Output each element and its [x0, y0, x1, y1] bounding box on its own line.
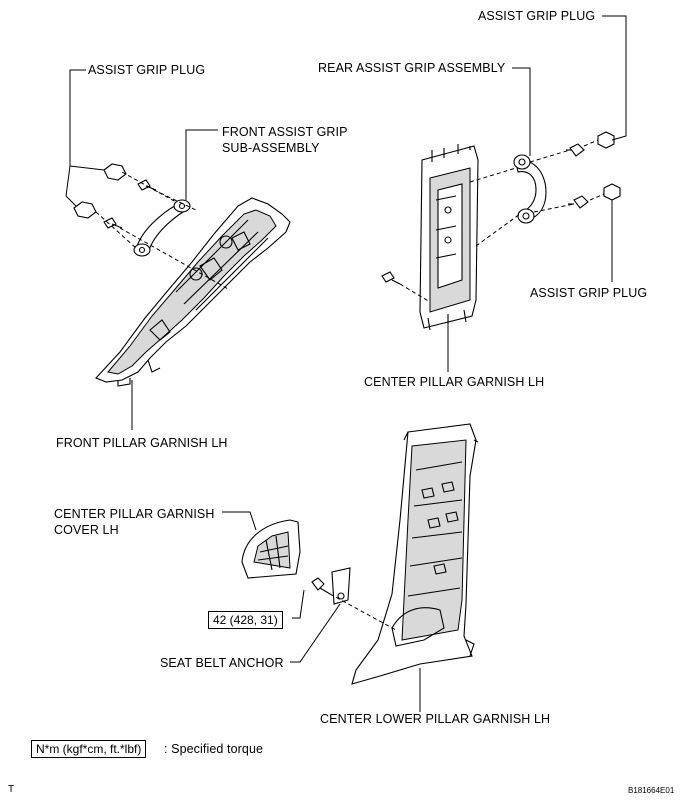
label-front-assist-grip: FRONT ASSIST GRIP SUB-ASSEMBLY: [222, 125, 348, 155]
center-pillar-garnish-cover-drawing: [241, 519, 301, 579]
label-front-pillar-garnish: FRONT PILLAR GARNISH LH: [56, 436, 228, 450]
label-assist-grip-plug-left: ASSIST GRIP PLUG: [88, 63, 206, 77]
front-pillar-garnish-drawing: [95, 197, 291, 387]
leader-rear-grip: [512, 67, 531, 156]
torque-legend-text: : Specified torque: [164, 742, 264, 756]
left-plugs-and-screws: [73, 163, 231, 291]
right-plugs-and-screws: [381, 131, 621, 303]
label-assist-grip-plug-right: ASSIST GRIP PLUG: [530, 286, 648, 300]
corner-mark: T: [8, 784, 15, 795]
rear-assist-grip-drawing: [513, 154, 547, 224]
leader-plug-top: [602, 15, 627, 141]
label-rear-assist-grip: REAR ASSIST GRIP ASSEMBLY: [318, 61, 506, 75]
center-pillar-garnish-drawing: [419, 144, 479, 331]
leader-cover: [222, 511, 257, 531]
torque-value-box: 42 (428, 31): [208, 611, 283, 629]
label-center-pillar-garnish-cover: CENTER PILLAR GARNISH COVER LH: [54, 507, 215, 537]
figure-code: B181664E01: [628, 786, 675, 795]
front-assist-grip-drawing: [133, 199, 191, 257]
center-lower-pillar-garnish-drawing: [351, 423, 479, 685]
label-center-pillar-garnish: CENTER PILLAR GARNISH LH: [364, 375, 545, 389]
torque-legend-unit: N*m (kgf*cm, ft.*lbf): [31, 740, 147, 758]
label-seat-belt-anchor: SEAT BELT ANCHOR: [160, 656, 284, 670]
leader-seat-belt: [290, 603, 341, 663]
leader-torque: [292, 589, 305, 619]
label-assist-grip-plug-top: ASSIST GRIP PLUG: [478, 9, 596, 23]
leader-front-grip: [185, 129, 218, 200]
leader-plug-left: [65, 69, 86, 197]
label-center-lower-pillar-garnish: CENTER LOWER PILLAR GARNISH LH: [320, 712, 551, 726]
seat-belt-anchor-drawing: [311, 567, 397, 631]
